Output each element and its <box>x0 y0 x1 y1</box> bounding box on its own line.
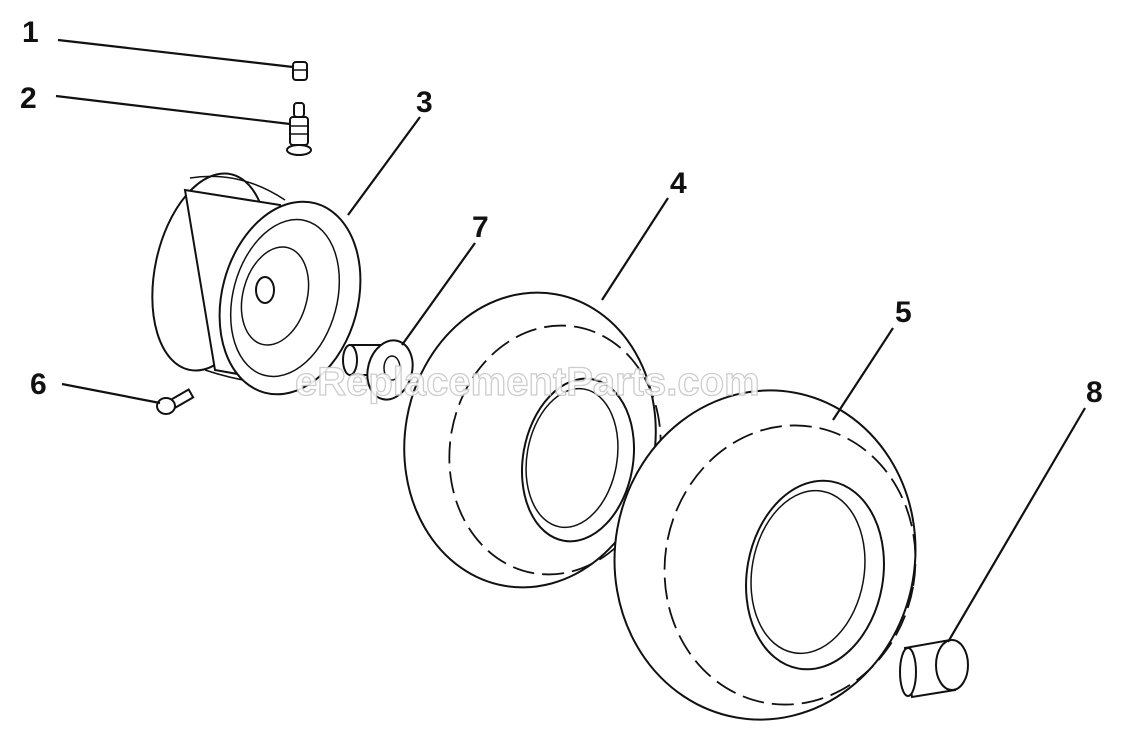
part-valve-stem <box>286 102 312 156</box>
leader-line-5 <box>832 327 894 421</box>
part-cap <box>899 638 969 699</box>
callout-8: 8 <box>1086 376 1103 409</box>
part-nut <box>292 61 308 81</box>
callout-7: 7 <box>472 211 489 244</box>
leader-line-6 <box>61 382 161 405</box>
part-tire-rear <box>613 389 917 721</box>
part-bushing <box>342 339 414 401</box>
callout-3: 3 <box>416 86 433 119</box>
watermark: eReplacementParts.com <box>295 360 760 404</box>
leader-line-3 <box>347 116 421 216</box>
callout-1: 1 <box>22 16 39 49</box>
callout-2: 2 <box>20 82 37 115</box>
leader-line-4 <box>601 197 669 301</box>
leader-line-1 <box>57 38 294 69</box>
part-rim <box>151 172 362 396</box>
callout-4: 4 <box>670 167 687 200</box>
leader-line-8 <box>947 407 1086 643</box>
callout-6: 6 <box>30 368 47 401</box>
part-bolt <box>156 388 195 415</box>
callout-5: 5 <box>895 296 912 329</box>
leader-line-2 <box>55 94 291 126</box>
leader-line-7 <box>401 242 476 346</box>
part-tire-front <box>403 291 662 589</box>
